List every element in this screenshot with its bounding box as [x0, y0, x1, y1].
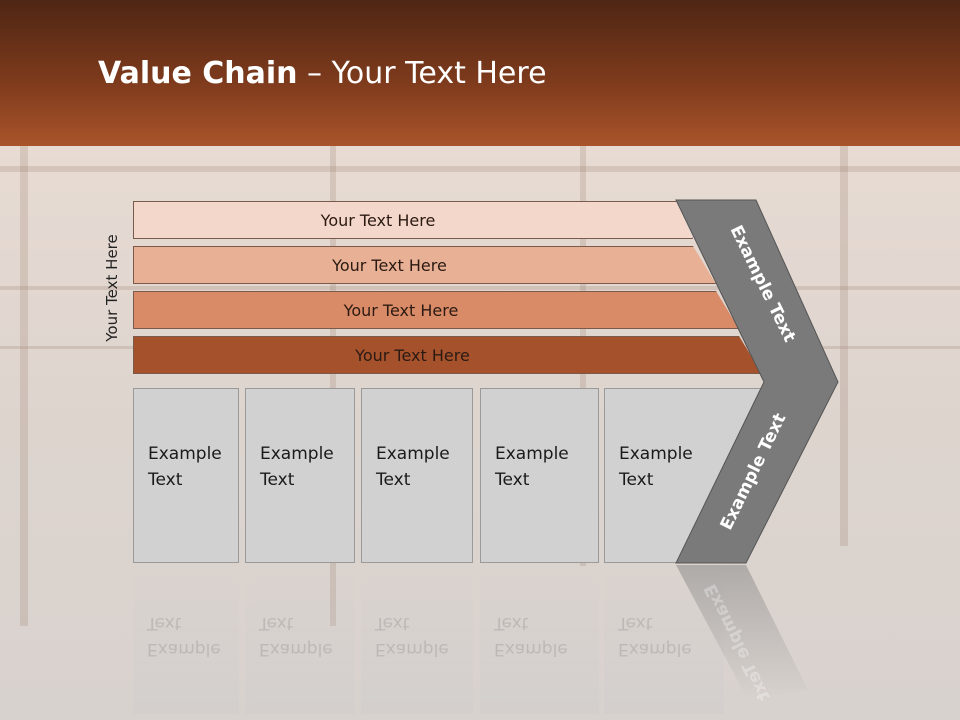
- chevron-arrow: [675, 199, 839, 564]
- bar-1-label: Your Text Here: [320, 210, 436, 230]
- box-2-line2: Text: [260, 470, 295, 490]
- box-1-line2: Text: [148, 470, 183, 490]
- bar-3: Your Text Here: [133, 291, 739, 329]
- box-5-line1: Example: [619, 444, 693, 464]
- bar-4: Your Text Here: [133, 336, 762, 374]
- bar-2: Your Text Here: [133, 246, 716, 284]
- title-bold: Value Chain: [98, 56, 298, 91]
- bar-2-label: Your Text Here: [332, 255, 447, 275]
- header-band: [0, 0, 960, 146]
- box-1-line1: Example: [148, 444, 222, 464]
- box-3-line1: Example: [376, 444, 450, 464]
- box-4-line2: Text: [495, 470, 530, 490]
- box-2-line1: Example: [260, 444, 334, 464]
- chevron-reflection: [676, 565, 808, 700]
- bar-1: Your Text Here: [133, 201, 693, 239]
- box-4-line1: Example: [495, 444, 569, 464]
- bar-4-label: Your Text Here: [355, 345, 470, 365]
- page-title: Value Chain – Your Text Here: [98, 56, 547, 91]
- box-3-line2: Text: [376, 470, 411, 490]
- box-5-line2: Text: [619, 470, 654, 490]
- title-rest: – Your Text Here: [297, 56, 547, 91]
- bar-3-label: Your Text Here: [343, 300, 459, 320]
